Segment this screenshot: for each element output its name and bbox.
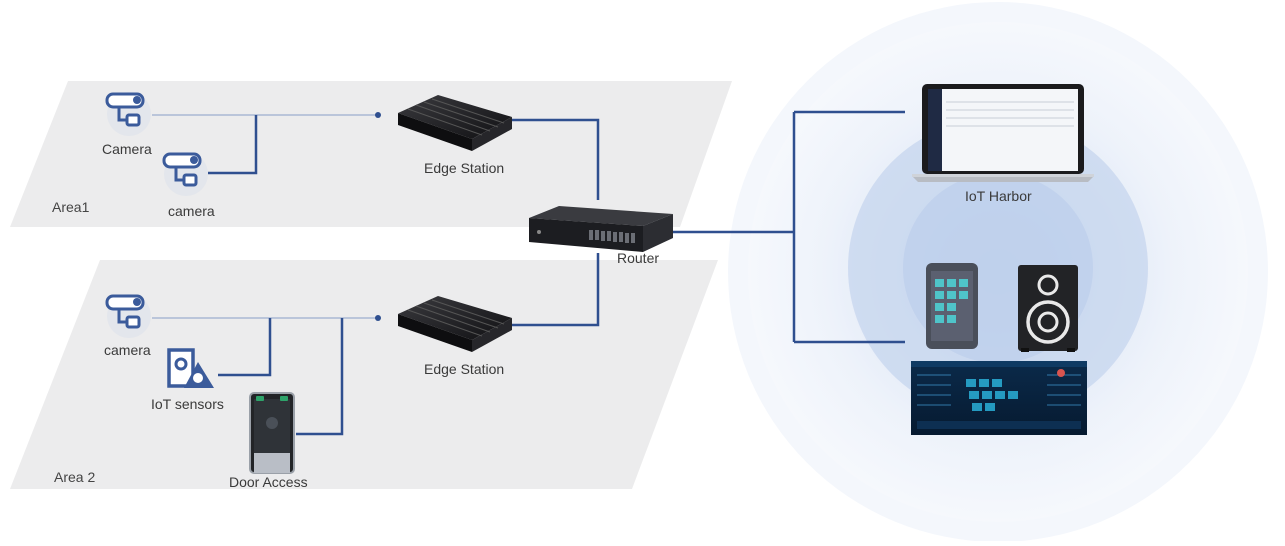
iot-sensor-icon bbox=[167, 348, 214, 388]
router-icon bbox=[529, 206, 673, 252]
device-label-router: Router bbox=[617, 250, 660, 266]
laptop-icon bbox=[912, 84, 1094, 182]
cloud-glow bbox=[728, 2, 1268, 542]
area1-links bbox=[152, 112, 600, 200]
device-label-edge-station: Edge Station bbox=[424, 160, 505, 176]
device-label-camera: camera bbox=[104, 342, 151, 358]
camera-icon bbox=[105, 294, 151, 338]
camera-icon bbox=[105, 92, 151, 136]
area2-links bbox=[152, 253, 600, 436]
device-label-iot-sensors: IoT sensors bbox=[151, 396, 224, 412]
camera-icon bbox=[162, 152, 208, 196]
device-label-iot-harbor: IoT Harbor bbox=[965, 188, 1032, 204]
dashboard-display-icon bbox=[911, 361, 1087, 435]
device-label-door-access: Door Access bbox=[229, 474, 308, 490]
edge-station-icon bbox=[398, 95, 512, 151]
phone-icon bbox=[926, 263, 978, 349]
edge-station-icon bbox=[398, 296, 512, 352]
speaker-icon bbox=[1018, 265, 1078, 352]
area2-plane bbox=[10, 260, 718, 489]
device-label-edge-station: Edge Station bbox=[424, 361, 505, 377]
area-label: Area1 bbox=[52, 199, 90, 215]
door-access-device-icon bbox=[249, 392, 295, 474]
area-label: Area 2 bbox=[54, 469, 96, 485]
device-label-camera: camera bbox=[168, 203, 215, 219]
device-label-camera: Camera bbox=[102, 141, 152, 157]
router-uplink bbox=[673, 110, 905, 344]
